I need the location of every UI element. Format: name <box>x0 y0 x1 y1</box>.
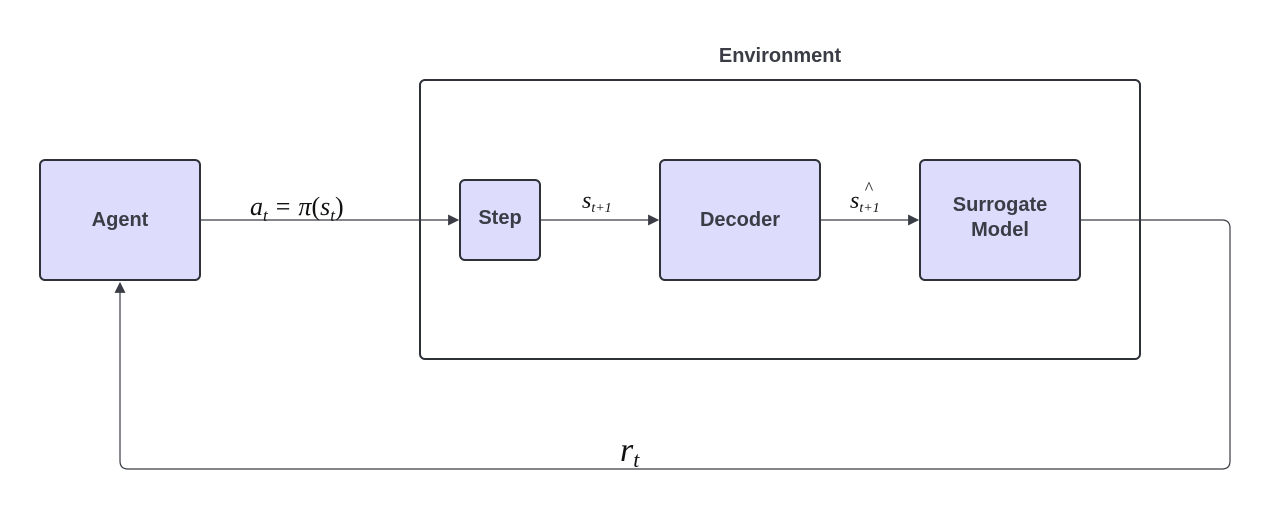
action-label: at=π(st) <box>250 192 344 225</box>
state-subscript: t <box>330 206 336 225</box>
decoder-label: Decoder <box>700 209 780 231</box>
decoded-state-symbol: s <box>850 188 859 214</box>
close-paren: ) <box>335 192 344 221</box>
agent-box <box>39 159 201 281</box>
surrogate-model-label-line2: Model <box>971 219 1029 241</box>
decoded-state-hat: ^ <box>865 178 874 198</box>
decoded-state-subscript: t+1 <box>859 201 879 216</box>
next-state-symbol: s <box>582 188 591 214</box>
reward-feedback-arrow <box>114 219 1231 470</box>
step-box <box>459 179 541 261</box>
policy-symbol: π <box>298 192 312 221</box>
state-symbol: s <box>320 192 330 221</box>
reward-label: rt <box>620 432 640 472</box>
agent-label: Agent <box>92 209 149 231</box>
decoder-box <box>659 159 821 281</box>
surrogate-model-label-line1: Surrogate <box>953 194 1047 216</box>
action-subscript: t <box>263 206 269 225</box>
step-node: Step <box>459 179 541 261</box>
decoded-state-label: st+1 <box>850 188 880 216</box>
open-paren: ( <box>311 192 320 221</box>
next-state-label: st+1 <box>582 188 612 216</box>
equals-sign: = <box>276 192 291 221</box>
environment-title: Environment <box>719 45 842 67</box>
next-state-subscript: t+1 <box>591 201 611 216</box>
surrogate-model-node: Surrogate Model <box>919 159 1081 281</box>
agent-node: Agent <box>39 159 201 281</box>
decoder-node: Decoder <box>659 159 821 281</box>
reward-subscript: t <box>633 447 640 472</box>
step-label: Step <box>478 207 521 229</box>
action-symbol: a <box>250 192 263 221</box>
reward-symbol: r <box>620 432 634 469</box>
surrogate-model-box <box>919 159 1081 281</box>
